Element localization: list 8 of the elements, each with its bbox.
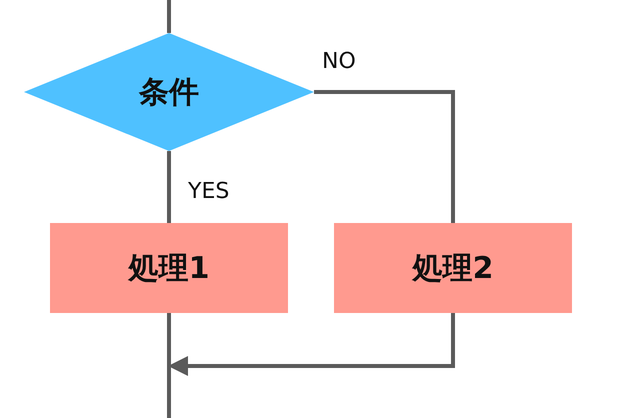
connector-line (167, 0, 171, 33)
connector-line (167, 313, 171, 418)
connector-line (314, 90, 455, 223)
node-label: 条件 (139, 74, 199, 112)
connector-line (167, 151, 171, 223)
node-label: 処理2 (412, 250, 494, 288)
node-label: 処理1 (128, 250, 210, 288)
arrow (168, 313, 455, 376)
